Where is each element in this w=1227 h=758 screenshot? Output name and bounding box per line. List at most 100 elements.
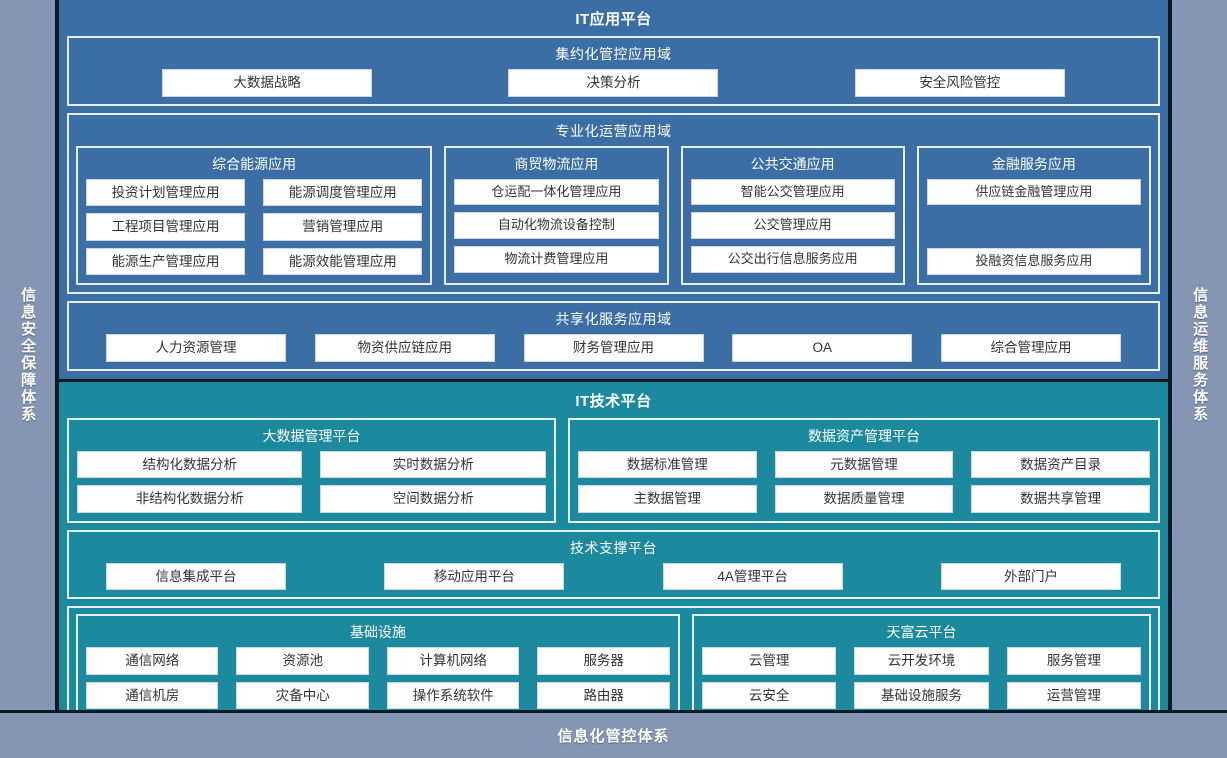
group-infrastructure: 基础设施 通信网络 资源池 计算机网络 服务器 通信机房 灾备中心 操作系统软件 bbox=[76, 614, 680, 720]
chip-master-data-management[interactable]: 主数据管理 bbox=[577, 485, 757, 513]
it-technology-platform-title: IT技术平台 bbox=[575, 392, 652, 410]
chip-router[interactable]: 路由器 bbox=[537, 681, 670, 710]
group-financial-services-title: 金融服务应用 bbox=[991, 155, 1076, 172]
group-financial-services: 金融服务应用 供应链金融管理应用 投融资信息服务应用 bbox=[916, 145, 1151, 286]
table-row: 物流计费管理应用 bbox=[454, 246, 659, 274]
technology-top-groups-cols: 大数据管理平台 结构化数据分析 实时数据分析 非结构化数据分析 空间数据分析 bbox=[67, 417, 1160, 523]
group-integrated-energy: 综合能源应用 投资计划管理应用 能源调度管理应用 工程项目管理应用 营销管理应用… bbox=[76, 145, 433, 286]
chip-financial-management[interactable]: 财务管理应用 bbox=[523, 334, 704, 362]
chip-marketing-management[interactable]: 营销管理应用 bbox=[263, 213, 423, 241]
chip-information-integration-platform[interactable]: 信息集成平台 bbox=[106, 562, 286, 591]
chip-cloud-development-environment[interactable]: 云开发环境 bbox=[854, 647, 989, 675]
chip-data-asset-catalog[interactable]: 数据资产目录 bbox=[971, 450, 1150, 479]
chip-communication-room[interactable]: 通信机房 bbox=[86, 681, 219, 710]
chip-communication-network[interactable]: 通信网络 bbox=[86, 647, 219, 675]
region-shared-services-title: 共享化服务应用域 bbox=[555, 311, 672, 328]
it-technology-platform: IT技术平台 大数据管理平台 结构化数据分析 实时数据分析 非结构化数据分析 bbox=[59, 381, 1168, 737]
chip-data-quality-management[interactable]: 数据质量管理 bbox=[774, 485, 954, 513]
chip-operating-system-software[interactable]: 操作系统软件 bbox=[386, 681, 520, 710]
chip-human-resource-management[interactable]: 人力资源管理 bbox=[106, 334, 286, 362]
group-tianfu-cloud-platform-title: 天富云平台 bbox=[886, 624, 957, 641]
chip-server[interactable]: 服务器 bbox=[537, 647, 670, 675]
chip-structured-data-analysis[interactable]: 结构化数据分析 bbox=[77, 450, 303, 479]
center-stack: IT应用平台 集约化管控应用域 大数据战略 决策分析 安全风险管控 专业化运营应… bbox=[55, 0, 1172, 737]
financial-services-spacer bbox=[927, 212, 1141, 248]
table-row: 能源生产管理应用 能源效能管理应用 bbox=[86, 247, 423, 276]
chip-energy-dispatch-management[interactable]: 能源调度管理应用 bbox=[263, 178, 423, 207]
region-intensive-management-title: 集约化管控应用域 bbox=[555, 46, 672, 62]
table-row: 自动化物流设备控制 bbox=[454, 212, 659, 240]
chip-metadata-management[interactable]: 元数据管理 bbox=[774, 450, 954, 479]
group-trade-logistics-title: 商贸物流应用 bbox=[514, 155, 599, 172]
chip-integrated-warehouse-transport[interactable]: 仓运配一体化管理应用 bbox=[454, 178, 659, 206]
chip-decision-analysis[interactable]: 决策分析 bbox=[508, 69, 719, 97]
group-big-data-platform-title: 大数据管理平台 bbox=[262, 427, 361, 444]
table-row: 数据标准管理 元数据管理 数据资产目录 bbox=[577, 450, 1150, 479]
table-row: 仓运配一体化管理应用 bbox=[454, 178, 659, 206]
group-infrastructure-title: 基础设施 bbox=[349, 624, 406, 641]
group-big-data-platform: 大数据管理平台 结构化数据分析 实时数据分析 非结构化数据分析 空间数据分析 bbox=[67, 417, 556, 523]
chip-spatial-data-analysis[interactable]: 空间数据分析 bbox=[320, 485, 546, 513]
chip-comprehensive-management[interactable]: 综合管理应用 bbox=[941, 334, 1121, 362]
region-professional-operations-title: 专业化运营应用域 bbox=[555, 122, 672, 139]
chip-investment-plan-management[interactable]: 投资计划管理应用 bbox=[86, 178, 246, 207]
region-shared-services-chips: 人力资源管理 物资供应链应用 财务管理应用 OA 综合管理应用 bbox=[76, 334, 1151, 362]
chip-automated-logistics-equipment-control[interactable]: 自动化物流设备控制 bbox=[454, 212, 659, 240]
chip-service-management[interactable]: 服务管理 bbox=[1006, 647, 1142, 675]
chip-resource-pool[interactable]: 资源池 bbox=[236, 647, 369, 675]
table-row: 公交管理应用 bbox=[690, 212, 895, 240]
right-side-band-it-operations: 信息运维服务体系 bbox=[1172, 0, 1227, 710]
group-public-transport: 公共交通应用 智能公交管理应用 公交管理应用 公交出行信息服务应用 bbox=[680, 145, 905, 286]
chip-big-data-strategy[interactable]: 大数据战略 bbox=[162, 69, 373, 97]
chip-data-sharing-management[interactable]: 数据共享管理 bbox=[971, 485, 1150, 513]
region-intensive-management-chips: 大数据战略 决策分析 安全风险管控 bbox=[76, 69, 1151, 97]
chip-external-portal[interactable]: 外部门户 bbox=[940, 562, 1121, 591]
it-application-platform: IT应用平台 集约化管控应用域 大数据战略 决策分析 安全风险管控 专业化运营应… bbox=[59, 0, 1168, 382]
group-data-asset-platform: 数据资产管理平台 数据标准管理 元数据管理 数据资产目录 主数据管理 数据质量管… bbox=[567, 417, 1160, 523]
region-shared-services: 共享化服务应用域 人力资源管理 物资供应链应用 财务管理应用 OA 综合管理应用 bbox=[67, 301, 1160, 371]
table-row: 通信机房 灾备中心 操作系统软件 路由器 bbox=[86, 681, 670, 710]
left-side-band-information-security: 信息安全保障体系 bbox=[0, 0, 55, 710]
table-row: 工程项目管理应用 营销管理应用 bbox=[86, 213, 423, 241]
chip-computer-network[interactable]: 计算机网络 bbox=[386, 647, 520, 675]
chip-supply-chain-finance-management[interactable]: 供应链金融管理应用 bbox=[926, 178, 1141, 206]
group-public-transport-title: 公共交通应用 bbox=[750, 155, 835, 172]
chip-oa[interactable]: OA bbox=[732, 334, 913, 362]
technology-top-groups: 大数据管理平台 结构化数据分析 实时数据分析 非结构化数据分析 空间数据分析 bbox=[67, 417, 1160, 523]
table-row: 公交出行信息服务应用 bbox=[690, 246, 895, 274]
region-professional-operations-groups: 综合能源应用 投资计划管理应用 能源调度管理应用 工程项目管理应用 营销管理应用… bbox=[76, 145, 1151, 286]
chip-smart-bus-management[interactable]: 智能公交管理应用 bbox=[690, 178, 895, 206]
table-row: 云安全 基础设施服务 运营管理 bbox=[701, 681, 1142, 710]
chip-energy-production-management[interactable]: 能源生产管理应用 bbox=[86, 247, 246, 276]
chip-mobile-application-platform[interactable]: 移动应用平台 bbox=[384, 562, 565, 591]
region-technical-support-platform-title: 技术支撑平台 bbox=[570, 539, 657, 556]
group-integrated-energy-title: 综合能源应用 bbox=[212, 155, 297, 172]
chip-bus-travel-information-service[interactable]: 公交出行信息服务应用 bbox=[690, 246, 895, 274]
region-technical-support-chips: 信息集成平台 移动应用平台 4A管理平台 外部门户 bbox=[76, 562, 1151, 591]
bottom-bar-informatization-governance: 信息化管控体系 bbox=[0, 710, 1227, 758]
chip-investment-financing-information-service[interactable]: 投融资信息服务应用 bbox=[926, 248, 1141, 276]
chip-engineering-project-management[interactable]: 工程项目管理应用 bbox=[86, 213, 246, 241]
chip-unstructured-data-analysis[interactable]: 非结构化数据分析 bbox=[77, 485, 303, 513]
chip-security-risk-control[interactable]: 安全风险管控 bbox=[854, 69, 1065, 97]
chip-energy-efficiency-management[interactable]: 能源效能管理应用 bbox=[263, 247, 423, 276]
chip-cloud-management[interactable]: 云管理 bbox=[701, 647, 837, 675]
chip-4a-management-platform[interactable]: 4A管理平台 bbox=[662, 562, 843, 591]
chip-data-standard-management[interactable]: 数据标准管理 bbox=[577, 450, 757, 479]
diagram-main-row: 信息安全保障体系 IT应用平台 集约化管控应用域 大数据战略 决策分析 安全风险… bbox=[0, 0, 1227, 737]
chip-operation-management[interactable]: 运营管理 bbox=[1006, 681, 1142, 710]
chip-infrastructure-service[interactable]: 基础设施服务 bbox=[854, 681, 989, 710]
chip-cloud-security[interactable]: 云安全 bbox=[701, 681, 837, 710]
chip-disaster-recovery-center[interactable]: 灾备中心 bbox=[236, 681, 369, 710]
chip-logistics-billing-management[interactable]: 物流计费管理应用 bbox=[454, 246, 659, 274]
table-row: 投资计划管理应用 能源调度管理应用 bbox=[86, 178, 423, 207]
chip-material-supply-chain[interactable]: 物资供应链应用 bbox=[314, 334, 495, 362]
region-technical-support-platform: 技术支撑平台 信息集成平台 移动应用平台 4A管理平台 外部门户 bbox=[67, 529, 1160, 600]
group-data-asset-platform-title: 数据资产管理平台 bbox=[807, 427, 920, 444]
chip-bus-management[interactable]: 公交管理应用 bbox=[690, 212, 895, 240]
table-row: 投融资信息服务应用 bbox=[926, 248, 1141, 276]
chip-realtime-data-analysis[interactable]: 实时数据分析 bbox=[320, 450, 546, 479]
region-intensive-management: 集约化管控应用域 大数据战略 决策分析 安全风险管控 bbox=[67, 36, 1160, 106]
left-side-band-label: 信息安全保障体系 bbox=[19, 287, 37, 423]
